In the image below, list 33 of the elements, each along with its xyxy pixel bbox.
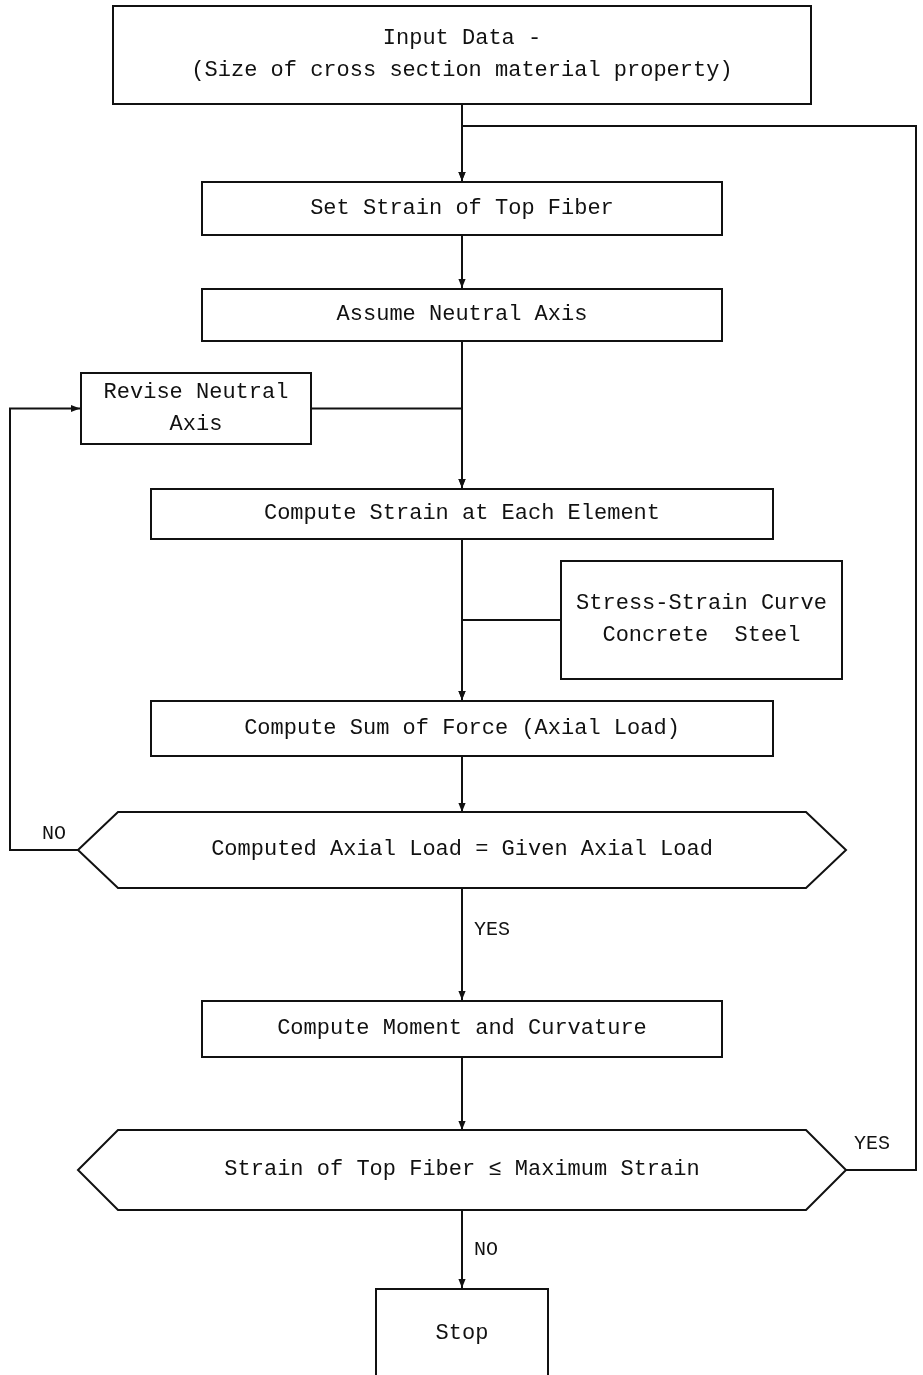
decision-hexagon: [78, 1130, 846, 1210]
node-text: Computed Axial Load = Given Axial Load: [211, 836, 713, 865]
arrow: [458, 235, 466, 289]
node-text: Compute Sum of Force (Axial Load): [244, 714, 680, 743]
process-box: [150, 700, 774, 757]
node-text: Revise Neutral Axis: [102, 378, 290, 439]
terminal-box: [375, 1288, 549, 1375]
node-text: Stop: [435, 1320, 489, 1349]
arrow: [311, 407, 466, 489]
node-text: Assume Neutral Axis: [336, 301, 588, 330]
node-text: Input Data -: [382, 25, 542, 54]
process-box: [201, 288, 723, 342]
arrow: [458, 887, 466, 1001]
arrow: [458, 619, 561, 701]
node-text: Concrete Steel: [602, 622, 801, 650]
process-box: [80, 372, 312, 445]
node-text: Strain of Top Fiber ≤ Maximum Strain: [224, 1156, 700, 1185]
arrow: [458, 756, 466, 813]
process-box: [112, 5, 812, 105]
arrow: [9, 404, 81, 851]
arrow: [458, 1057, 466, 1131]
node-text: Set Strain of Top Fiber: [310, 194, 614, 223]
process-box: [150, 488, 774, 540]
process-box: [560, 560, 843, 680]
arrow: [458, 125, 917, 1171]
process-box: [201, 1000, 723, 1058]
node-text: Compute Moment and Curvature: [277, 1015, 647, 1044]
node-text: Stress-Strain Curve: [576, 590, 827, 619]
node-text: (Size of cross section material property): [191, 57, 733, 85]
arrow: [458, 1209, 466, 1289]
node-text: Compute Strain at Each Element: [263, 500, 661, 529]
process-box: [201, 181, 723, 236]
decision-hexagon: [78, 812, 846, 888]
